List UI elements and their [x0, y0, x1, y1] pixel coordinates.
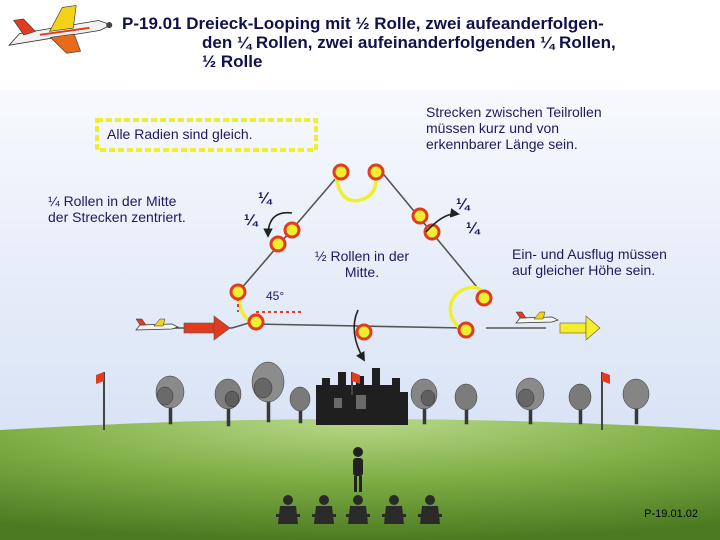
pilot: [353, 447, 363, 492]
note-segments-line-1: Strecken zwischen Teilrollen: [426, 104, 602, 120]
roll-arrows: [263, 208, 460, 362]
tree-line: [155, 361, 650, 427]
figure-code: P-19.01.02: [644, 508, 698, 520]
angle-construction: [237, 292, 304, 313]
marker-left-quarter-2: [283, 221, 301, 239]
exit-arrow: [559, 315, 601, 341]
label-angle: 45°: [266, 289, 285, 303]
marker-right-top: [475, 289, 493, 307]
right-flag: [601, 372, 610, 430]
title-line-1: P-19.01 Dreieck-Looping mit ½ Rolle, zwe…: [122, 14, 604, 33]
exit-plane: [515, 311, 559, 324]
label-quarter-left-lower: ¼: [244, 212, 258, 229]
marker-top-right: [367, 163, 385, 181]
marker-top-left: [332, 163, 350, 181]
marker-start: [229, 283, 247, 301]
spectators: [276, 495, 442, 524]
entry-arrow: [183, 315, 231, 341]
note-entry-exit-line-1: Ein- und Ausflug müssen: [512, 246, 667, 262]
entry-plane: [135, 318, 179, 331]
title-line-2: den ¼ Rollen, zwei aufeinanderfolgenden …: [202, 33, 616, 52]
label-quarter-left-upper: ¼: [258, 190, 272, 207]
note-radii: Alle Radien sind gleich.: [107, 126, 253, 142]
roll-markers: [229, 163, 493, 341]
diagram-title: P-19.01 Dreieck-Looping mit ½ Rolle, zwe…: [122, 14, 616, 71]
note-quarter-centered: ¼ Rollen in der Mitte der Strecken zentr…: [48, 193, 186, 225]
note-half-roll: ½ Rollen in der Mitte.: [302, 248, 422, 280]
label-quarter-right-upper: ¼: [456, 196, 470, 213]
marker-left-quarter-1: [269, 235, 287, 253]
center-flag: [351, 372, 360, 395]
castle: [316, 368, 408, 425]
radii-note-box: [95, 118, 318, 152]
title-line-3: ½ Rolle: [202, 52, 263, 71]
note-half-roll-line-1: ½ Rollen in der: [314, 248, 410, 264]
note-segments-line-3: erkennbarer Länge sein.: [426, 136, 578, 153]
left-flag: [96, 372, 105, 430]
note-quarter-centered-line-1: ¼ Rollen in der Mitte: [48, 193, 177, 209]
aircraft-logo: [7, 5, 113, 54]
marker-right-quarter-1: [411, 207, 429, 225]
marker-half-roll: [355, 323, 373, 341]
note-segments: Strecken zwischen Teilrollen müssen kurz…: [426, 104, 602, 152]
marker-right-quarter-2: [423, 223, 441, 241]
marker-bottom-right: [457, 321, 475, 339]
note-quarter-centered-line-2: der Strecken zentriert.: [48, 209, 186, 226]
marker-bottom-left: [247, 313, 265, 331]
note-segments-line-2: müssen kurz und von: [426, 120, 560, 137]
label-quarter-right-lower: ¼: [466, 220, 480, 237]
note-entry-exit: Ein- und Ausflug müssen auf gleicher Höh…: [512, 246, 667, 278]
note-half-roll-line-2: Mitte.: [344, 264, 380, 281]
note-entry-exit-line-2: auf gleicher Höhe sein.: [512, 262, 656, 279]
